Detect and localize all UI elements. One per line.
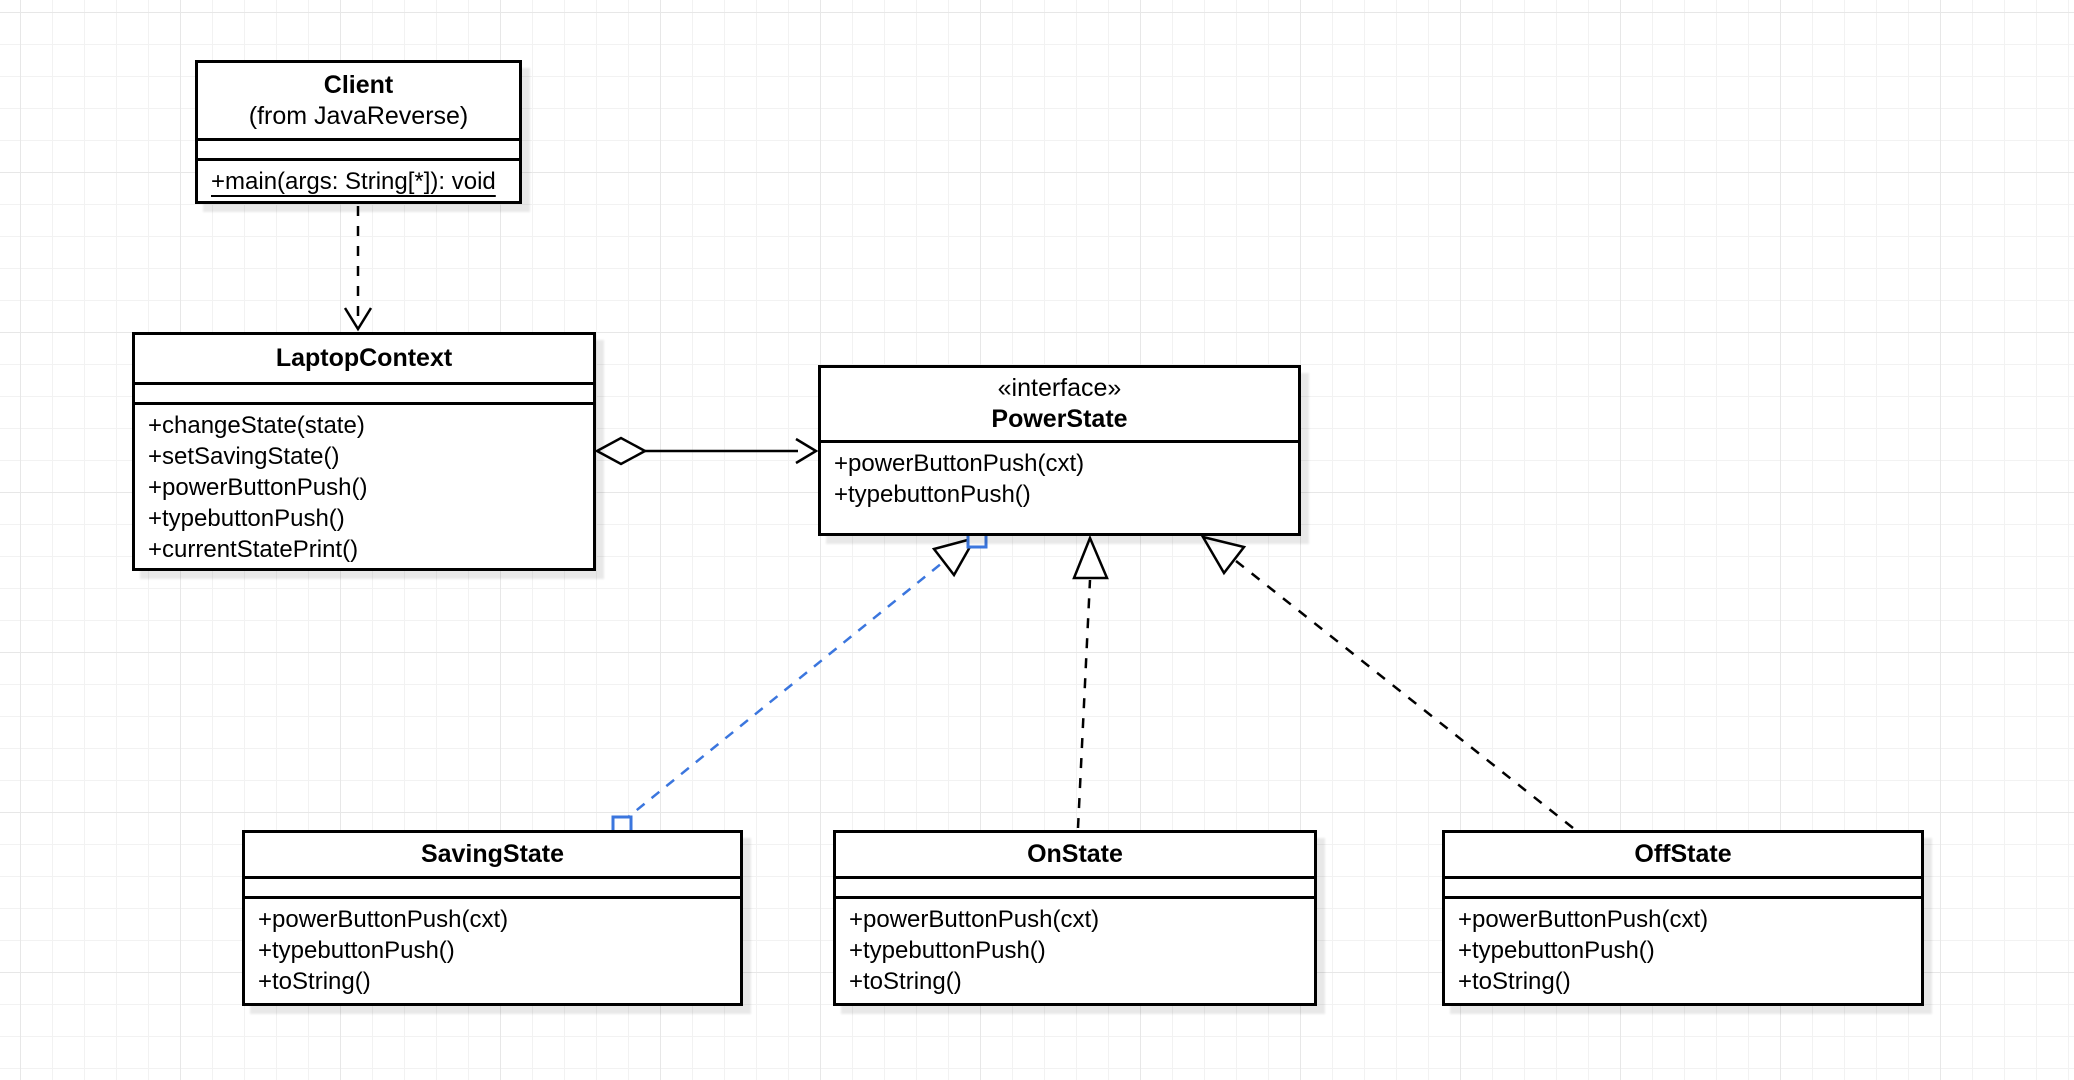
method-label: +powerButtonPush() bbox=[148, 474, 368, 501]
methods-compartment: +powerButtonPush(cxt) +typebuttonPush() … bbox=[836, 899, 1314, 1003]
dependency-edge-client-to-laptopcontext[interactable] bbox=[343, 206, 373, 332]
class-offstate[interactable]: OffState +powerButtonPush(cxt) +typebutt… bbox=[1442, 830, 1924, 1006]
class-title-compartment: OnState bbox=[836, 833, 1314, 879]
class-title-compartment: Client (from JavaReverse) bbox=[198, 63, 519, 141]
method-label: +typebuttonPush() bbox=[148, 505, 345, 532]
realization-edge-onstate-to-powerstate[interactable] bbox=[1072, 534, 1109, 829]
attributes-compartment bbox=[836, 879, 1314, 899]
hollow-triangle-icon bbox=[1200, 535, 1247, 576]
realization-edge-offstate-to-powerstate[interactable] bbox=[1200, 535, 1574, 829]
aggregation-edge-laptopcontext-to-powerstate[interactable] bbox=[594, 436, 819, 466]
class-name: SavingState bbox=[420, 840, 565, 868]
class-title-compartment: «interface» PowerState bbox=[821, 368, 1298, 443]
method-label: +setSavingState() bbox=[148, 443, 340, 470]
class-savingstate[interactable]: SavingState +powerButtonPush(cxt) +typeb… bbox=[242, 830, 743, 1006]
attributes-compartment bbox=[245, 879, 740, 899]
methods-compartment: +changeState(state) +setSavingState() +p… bbox=[135, 405, 593, 568]
method-label: +toString() bbox=[258, 968, 371, 995]
method-label: +typebuttonPush() bbox=[1458, 937, 1655, 964]
method-label: +typebuttonPush() bbox=[258, 937, 455, 964]
realization-edge-line bbox=[1235, 560, 1574, 829]
method-label: +toString() bbox=[849, 968, 962, 995]
method-label: +typebuttonPush() bbox=[834, 481, 1031, 508]
realization-edge-line bbox=[1076, 579, 1092, 829]
class-title-compartment: LaptopContext bbox=[135, 335, 593, 385]
methods-compartment: +powerButtonPush(cxt) +typebuttonPush() … bbox=[1445, 899, 1921, 1003]
class-stereotype: «interface» bbox=[997, 374, 1122, 402]
attributes-compartment bbox=[198, 141, 519, 161]
class-title-compartment: OffState bbox=[1445, 833, 1921, 879]
attributes-compartment bbox=[135, 385, 593, 405]
class-laptopcontext[interactable]: LaptopContext +changeState(state) +setSa… bbox=[132, 332, 596, 571]
class-name: OffState bbox=[1634, 840, 1732, 868]
class-title-compartment: SavingState bbox=[245, 833, 740, 879]
hollow-diamond-icon bbox=[594, 436, 648, 466]
method-label: +powerButtonPush(cxt) bbox=[258, 906, 509, 933]
hollow-triangle-icon bbox=[1072, 534, 1109, 580]
realization-edge-line-selected bbox=[621, 562, 943, 823]
realization-edge-savingstate-to-powerstate-selected[interactable] bbox=[611, 527, 988, 837]
class-subtitle: (from JavaReverse) bbox=[248, 101, 469, 130]
method-label: +changeState(state) bbox=[148, 412, 365, 439]
class-name: PowerState bbox=[991, 405, 1128, 433]
open-arrowhead-icon bbox=[343, 307, 373, 332]
method-label: +powerButtonPush(cxt) bbox=[849, 906, 1100, 933]
class-onstate[interactable]: OnState +powerButtonPush(cxt) +typebutto… bbox=[833, 830, 1317, 1006]
hollow-triangle-icon bbox=[931, 536, 978, 578]
method-label: +currentStatePrint() bbox=[148, 536, 359, 563]
open-arrowhead-icon bbox=[795, 437, 819, 465]
method-label: +main(args: String[*]): void bbox=[211, 168, 496, 195]
attributes-compartment bbox=[1445, 879, 1921, 899]
methods-compartment: +main(args: String[*]): void bbox=[198, 161, 519, 201]
method-label: +toString() bbox=[1458, 968, 1571, 995]
methods-compartment: +powerButtonPush(cxt) +typebuttonPush() bbox=[821, 443, 1298, 533]
method-label: +powerButtonPush(cxt) bbox=[1458, 906, 1709, 933]
class-name: OnState bbox=[1027, 840, 1123, 868]
class-name: LaptopContext bbox=[275, 344, 453, 372]
class-powerstate-interface[interactable]: «interface» PowerState +powerButtonPush(… bbox=[818, 365, 1301, 536]
method-label: +powerButtonPush(cxt) bbox=[834, 450, 1085, 477]
class-name: Client bbox=[323, 70, 394, 99]
method-label: +typebuttonPush() bbox=[849, 937, 1046, 964]
methods-compartment: +powerButtonPush(cxt) +typebuttonPush() … bbox=[245, 899, 740, 1003]
class-client[interactable]: Client (from JavaReverse) +main(args: St… bbox=[195, 60, 522, 204]
